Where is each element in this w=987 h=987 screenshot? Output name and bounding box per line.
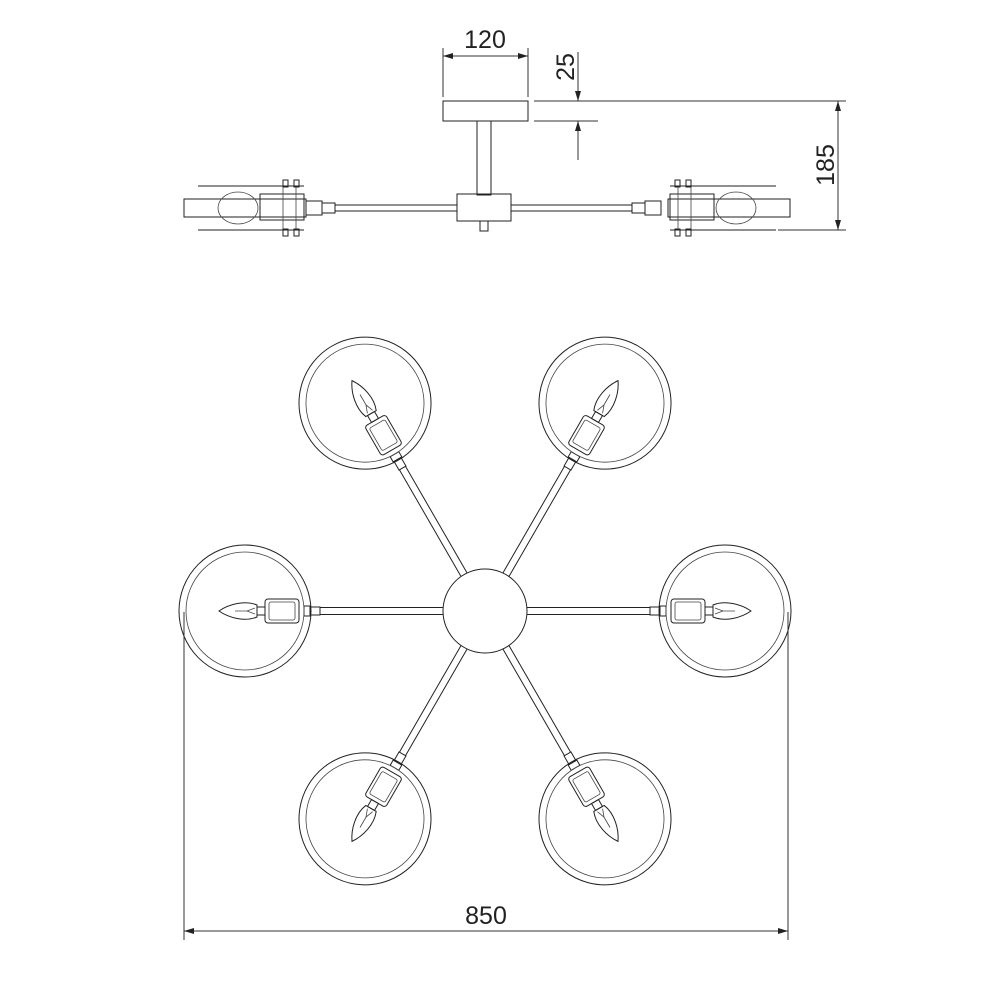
arm-upper-left: [298, 336, 468, 577]
dimension-top-width: 120: [442, 26, 529, 97]
shade-outer-ring: [658, 544, 792, 678]
side-arm-right: [511, 200, 662, 216]
side-shade-left: [183, 179, 307, 237]
shade-outer-ring: [298, 752, 432, 886]
dimension-top-width-label: 120: [464, 26, 506, 54]
shade-outer-ring: [538, 752, 672, 886]
shade-inner-ring: [545, 343, 665, 463]
stem: [476, 120, 492, 196]
ceiling-plate: [442, 100, 529, 122]
shade-inner-ring: [665, 551, 785, 671]
dimension-overall-width-label: 850: [465, 902, 507, 930]
side-arm-left: [305, 200, 457, 216]
candle-bulb-icon: [593, 379, 619, 418]
shade-outer-ring: [178, 544, 312, 678]
shade-outer-ring: [538, 336, 672, 470]
side-view: 120 25 185: [183, 26, 846, 237]
arm-upper-right: [502, 336, 672, 577]
shade-inner-ring: [545, 759, 665, 879]
candle-bulb-icon: [351, 379, 377, 418]
hub-bottom-nub: [479, 220, 489, 232]
candle-bulb-icon: [218, 602, 258, 620]
hub: [456, 193, 512, 222]
dimension-total-height-label: 185: [812, 144, 840, 186]
candle-bulb-icon: [593, 804, 619, 843]
shade-inner-ring: [185, 551, 305, 671]
arm-lower-left: [298, 645, 468, 886]
socket: [670, 598, 706, 624]
dimension-plate-height: 25: [534, 52, 846, 160]
dimension-plate-height-label: 25: [552, 53, 580, 81]
candle-bulb-icon: [712, 602, 752, 620]
shade-inner-ring: [305, 343, 425, 463]
candle-bulb-icon: [351, 804, 377, 843]
dimension-overall-width: 850: [183, 612, 789, 940]
socket: [264, 598, 300, 624]
top-view: [178, 336, 792, 886]
arm-right: [527, 544, 792, 678]
shade-inner-ring: [305, 759, 425, 879]
dimension-total-height: 185: [778, 101, 846, 231]
arm-left: [178, 544, 443, 678]
center-canopy: [442, 568, 528, 654]
shade-outer-ring: [298, 336, 432, 470]
arm-lower-right: [502, 645, 672, 886]
side-shade-right: [667, 179, 791, 237]
